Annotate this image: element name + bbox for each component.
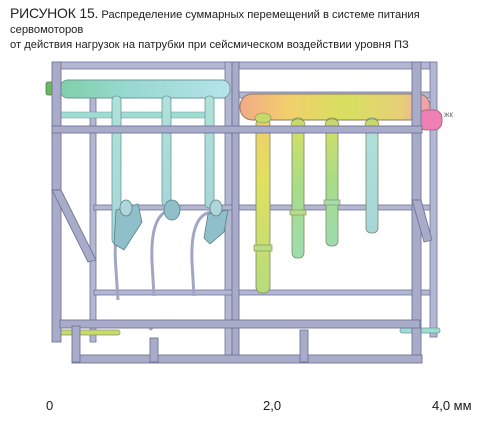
- left-header-pipe: [59, 79, 231, 99]
- caption-line1-text: Распределение суммарных перемещений в си…: [10, 9, 420, 36]
- servomotor-head-2: [163, 199, 181, 221]
- displacement-model-render: ЖК: [45, 61, 454, 364]
- scale-label-min: 0: [46, 398, 54, 413]
- left-supply-header: [45, 79, 231, 119]
- scale-label-max: 4,0 мм: [432, 398, 472, 413]
- frame-post-middle: [231, 61, 240, 363]
- servomotor-head-1: [113, 203, 143, 251]
- left-header-lower-pipe: [57, 111, 209, 119]
- model-marker: ЖК: [444, 113, 454, 119]
- right-supply-header: ЖК: [239, 93, 454, 131]
- servomotor-head-3: [203, 209, 229, 245]
- figure-caption: РИСУНОК 15. Распределение суммарных пере…: [10, 6, 496, 53]
- caption-line2-text: от действия нагрузок на патрубки при сей…: [10, 39, 409, 51]
- left-drop-3: [204, 95, 215, 209]
- servomotor-cap-3: [209, 199, 223, 217]
- right-drop-1: [255, 117, 271, 294]
- scale-label-mid: 2,0: [263, 398, 282, 413]
- frame-beam-lower: [59, 319, 421, 329]
- right-drop-2: [291, 117, 305, 259]
- right-drop-4: [365, 117, 379, 234]
- servomotor-heads: [113, 199, 229, 251]
- servomotor-hook-2: [150, 208, 173, 297]
- bottom-inlet-pipe: [59, 329, 121, 336]
- frame-beam-base: [71, 354, 423, 364]
- caption-label: РИСУНОК 15.: [10, 5, 99, 21]
- support-frame-front: [51, 61, 433, 364]
- right-drop-3: [325, 117, 339, 247]
- frame-diagonal-left: [51, 189, 97, 263]
- caption-line-1: РИСУНОК 15. Распределение суммарных пере…: [10, 6, 496, 38]
- servomotor-cap-1: [119, 199, 133, 217]
- frame-beam-upper: [51, 125, 423, 134]
- left-drop-2: [161, 95, 172, 207]
- frame-foot-left: [71, 325, 81, 363]
- right-drop-joints: [253, 112, 380, 252]
